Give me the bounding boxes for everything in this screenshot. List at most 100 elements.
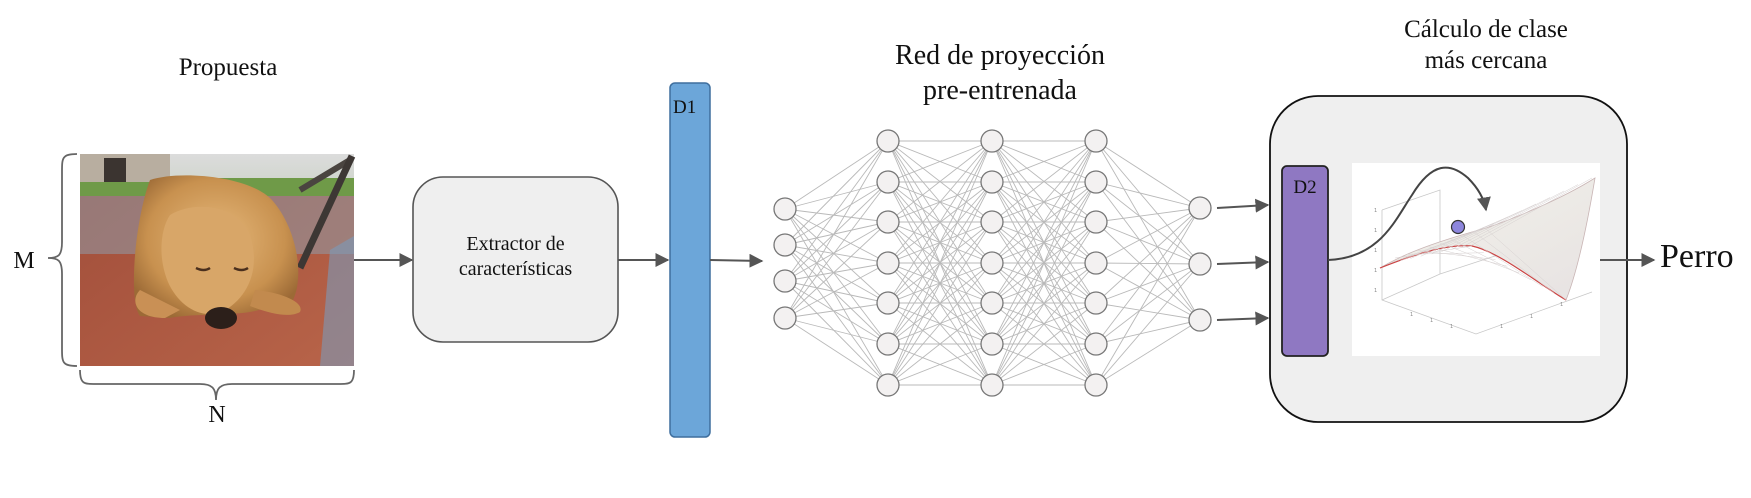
network-edge bbox=[1095, 207, 1201, 304]
svg-text:1: 1 bbox=[1374, 228, 1377, 234]
network-edge bbox=[1095, 302, 1201, 321]
network-edge bbox=[1095, 207, 1201, 345]
network-node-layer-2 bbox=[876, 291, 900, 315]
network-edge bbox=[784, 181, 889, 282]
link-d2-to-point bbox=[1327, 166, 1491, 261]
extractor-label-line2: características bbox=[458, 258, 573, 280]
network-edge bbox=[784, 140, 889, 282]
svg-text:1: 1 bbox=[1500, 324, 1503, 330]
d2-vector bbox=[1281, 165, 1329, 357]
network-node-layer-2 bbox=[876, 129, 900, 153]
surface-mesh-line bbox=[1473, 231, 1555, 294]
network-node-layer-4 bbox=[1084, 170, 1108, 194]
network-edge bbox=[887, 302, 993, 386]
network-edge bbox=[887, 343, 993, 386]
network-node-layer-4 bbox=[1084, 332, 1108, 356]
network-edge bbox=[784, 140, 889, 246]
proposal-title: Propuesta bbox=[178, 54, 278, 81]
network-edge bbox=[784, 140, 889, 319]
network-node-layer-3 bbox=[980, 373, 1004, 397]
network-edge bbox=[991, 221, 1097, 386]
network-edge bbox=[784, 280, 889, 345]
network-edge bbox=[1095, 263, 1201, 304]
nearest-class-title-line2: más cercana bbox=[1424, 47, 1548, 75]
network-edge bbox=[1095, 262, 1201, 265]
network-edge bbox=[887, 262, 993, 386]
network-edge bbox=[1095, 319, 1201, 386]
network-node-layer-3 bbox=[980, 332, 1004, 356]
d2-label: D2 bbox=[1293, 177, 1317, 198]
network-edge bbox=[991, 140, 1097, 386]
network-edge bbox=[784, 208, 889, 223]
network-edge bbox=[784, 221, 889, 319]
output-label: Perro bbox=[1660, 238, 1734, 275]
surface-mesh-line bbox=[1439, 242, 1520, 274]
network-edge bbox=[991, 140, 1097, 304]
network-edge bbox=[784, 244, 889, 386]
network-title-line1: Red de proyección bbox=[895, 40, 1105, 71]
surface-mesh-line bbox=[1420, 210, 1523, 257]
network-edge bbox=[784, 181, 889, 246]
network-edge bbox=[1095, 140, 1201, 265]
surface-mesh-line bbox=[1428, 246, 1508, 267]
network-node-layer-2 bbox=[876, 210, 900, 234]
brace-n bbox=[79, 369, 355, 401]
network-edge bbox=[991, 140, 1097, 183]
arrow-out-2 bbox=[1216, 255, 1270, 270]
network-edge bbox=[1095, 181, 1201, 265]
network-edge bbox=[991, 140, 1097, 223]
surface-mesh-line bbox=[1461, 184, 1579, 248]
nearest-class-title-line1: Cálculo de clase bbox=[1404, 16, 1568, 43]
network-edge bbox=[784, 181, 889, 210]
network-edge bbox=[784, 208, 889, 304]
surface-mesh-line bbox=[1441, 197, 1551, 252]
network-edge bbox=[1095, 221, 1201, 321]
network-edge bbox=[887, 140, 993, 183]
network-edge bbox=[1095, 262, 1201, 321]
network-edge bbox=[1095, 181, 1201, 321]
svg-text:1: 1 bbox=[1374, 248, 1377, 254]
network-node-layer-3 bbox=[980, 210, 1004, 234]
surface-mesh-line bbox=[1484, 227, 1567, 301]
network-edge bbox=[991, 302, 1097, 386]
network-node-layer-4 bbox=[1084, 129, 1108, 153]
network-node-layer-1 bbox=[773, 306, 797, 330]
network-title: Red de proyección pre-entrenada bbox=[860, 38, 1140, 108]
svg-text:1: 1 bbox=[1374, 268, 1377, 274]
network-node-layer-2 bbox=[876, 373, 900, 397]
network-edge bbox=[991, 140, 1097, 345]
network-title-line2: pre-entrenada bbox=[923, 75, 1077, 106]
surface-mesh-line bbox=[1394, 245, 1473, 259]
network-node-layer-5 bbox=[1188, 308, 1212, 332]
svg-text:1: 1 bbox=[1374, 208, 1377, 214]
d1-label: D1 bbox=[673, 97, 697, 118]
surface-mesh-line bbox=[1462, 235, 1543, 287]
extractor-label-line1: Extractor de bbox=[466, 233, 565, 255]
dim-m-label: M bbox=[13, 248, 35, 274]
nearest-point bbox=[1450, 219, 1466, 235]
network-node-layer-3 bbox=[980, 251, 1004, 275]
network-node-layer-4 bbox=[1084, 251, 1108, 275]
network-edge bbox=[784, 262, 889, 319]
svg-text:1: 1 bbox=[1430, 318, 1433, 324]
arrow-out-3 bbox=[1216, 311, 1270, 326]
network-edge bbox=[784, 262, 889, 282]
network-edge bbox=[887, 140, 993, 345]
network-edge bbox=[784, 244, 889, 345]
network-edge bbox=[784, 244, 889, 264]
network-edge bbox=[784, 280, 889, 304]
network-node-layer-4 bbox=[1084, 291, 1108, 315]
network-edge bbox=[784, 208, 889, 264]
dog-photo bbox=[80, 154, 356, 366]
network-node-layer-4 bbox=[1084, 373, 1108, 397]
extractor-label: Extractor de características bbox=[413, 232, 618, 282]
network-edge bbox=[1095, 319, 1201, 345]
network-edge bbox=[887, 140, 993, 304]
network-edge bbox=[1095, 207, 1201, 264]
network-node-layer-3 bbox=[980, 170, 1004, 194]
network-node-layer-4 bbox=[1084, 210, 1108, 234]
network-edge bbox=[991, 343, 1097, 386]
network-node-layer-1 bbox=[773, 269, 797, 293]
